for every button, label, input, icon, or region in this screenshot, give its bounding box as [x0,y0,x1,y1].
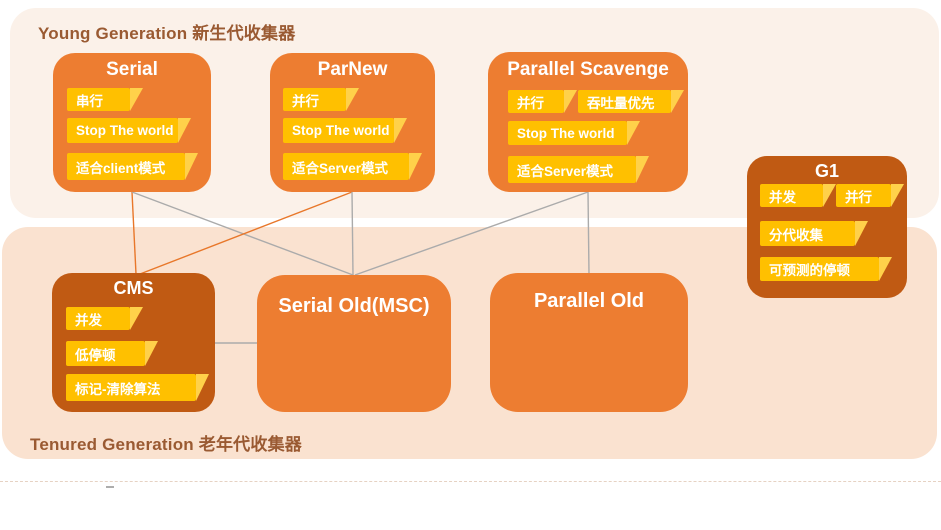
serial-old-collector-box: Serial Old(MSC) [257,275,451,412]
tenured-generation-label: Tenured Generation 老年代收集器 [30,435,302,454]
tag-parnew-server-mode: 适合Server模式 [283,153,409,180]
tag-cms-bing-fa: 并发 [66,307,130,330]
parallel-scavenge-title: Parallel Scavenge [507,59,669,80]
tag-ps-stop-the-world: Stop The world [508,121,627,145]
tag-serial-stop-the-world: Stop The world [67,118,178,143]
tag-g1-bing-fa: 并发 [760,184,823,207]
serial-collector-box: Serial 串行 Stop The world 适合client模式 [53,53,211,192]
serial-old-title: Serial Old(MSC) [278,295,430,317]
tag-g1-bing-xing: 并行 [836,184,891,207]
tag-ps-bing-xing: 并行 [508,90,564,113]
parnew-collector-box: ParNew 并行 Stop The world 适合Server模式 [270,53,435,192]
parallel-scavenge-collector-box: Parallel Scavenge 并行 吞吐量优先 Stop The worl… [488,52,688,192]
bottom-divider-line [0,481,941,482]
tag-g1-predictable-pause: 可预测的停顿 [760,257,879,281]
stray-mark [106,486,114,488]
tag-parnew-stop-the-world: Stop The world [283,118,394,143]
tag-ps-server-mode: 适合Server模式 [508,156,636,183]
tag-ps-throughput-priority: 吞吐量优先 [578,90,671,113]
cms-collector-box: CMS 并发 低停顿 标记-清除算法 [52,273,215,412]
tag-serial-client-mode: 适合client模式 [67,153,185,180]
g1-title: G1 [814,161,839,181]
young-generation-label: Young Generation 新生代收集器 [38,24,296,43]
tag-g1-generational-collection: 分代收集 [760,221,855,246]
g1-collector-box: G1 并发 并行 分代收集 可预测的停顿 [747,156,907,298]
tag-serial-chuan-xing: 串行 [67,88,130,111]
parallel-old-title: Parallel Old [533,290,645,312]
serial-title: Serial [106,59,158,80]
parnew-title: ParNew [317,59,388,80]
parallel-old-collector-box: Parallel Old [490,273,688,412]
tag-cms-low-pause: 低停顿 [66,341,145,366]
cms-title: CMS [113,278,154,298]
tag-parnew-bing-xing: 并行 [283,88,346,111]
tag-cms-mark-sweep: 标记-清除算法 [66,374,196,401]
